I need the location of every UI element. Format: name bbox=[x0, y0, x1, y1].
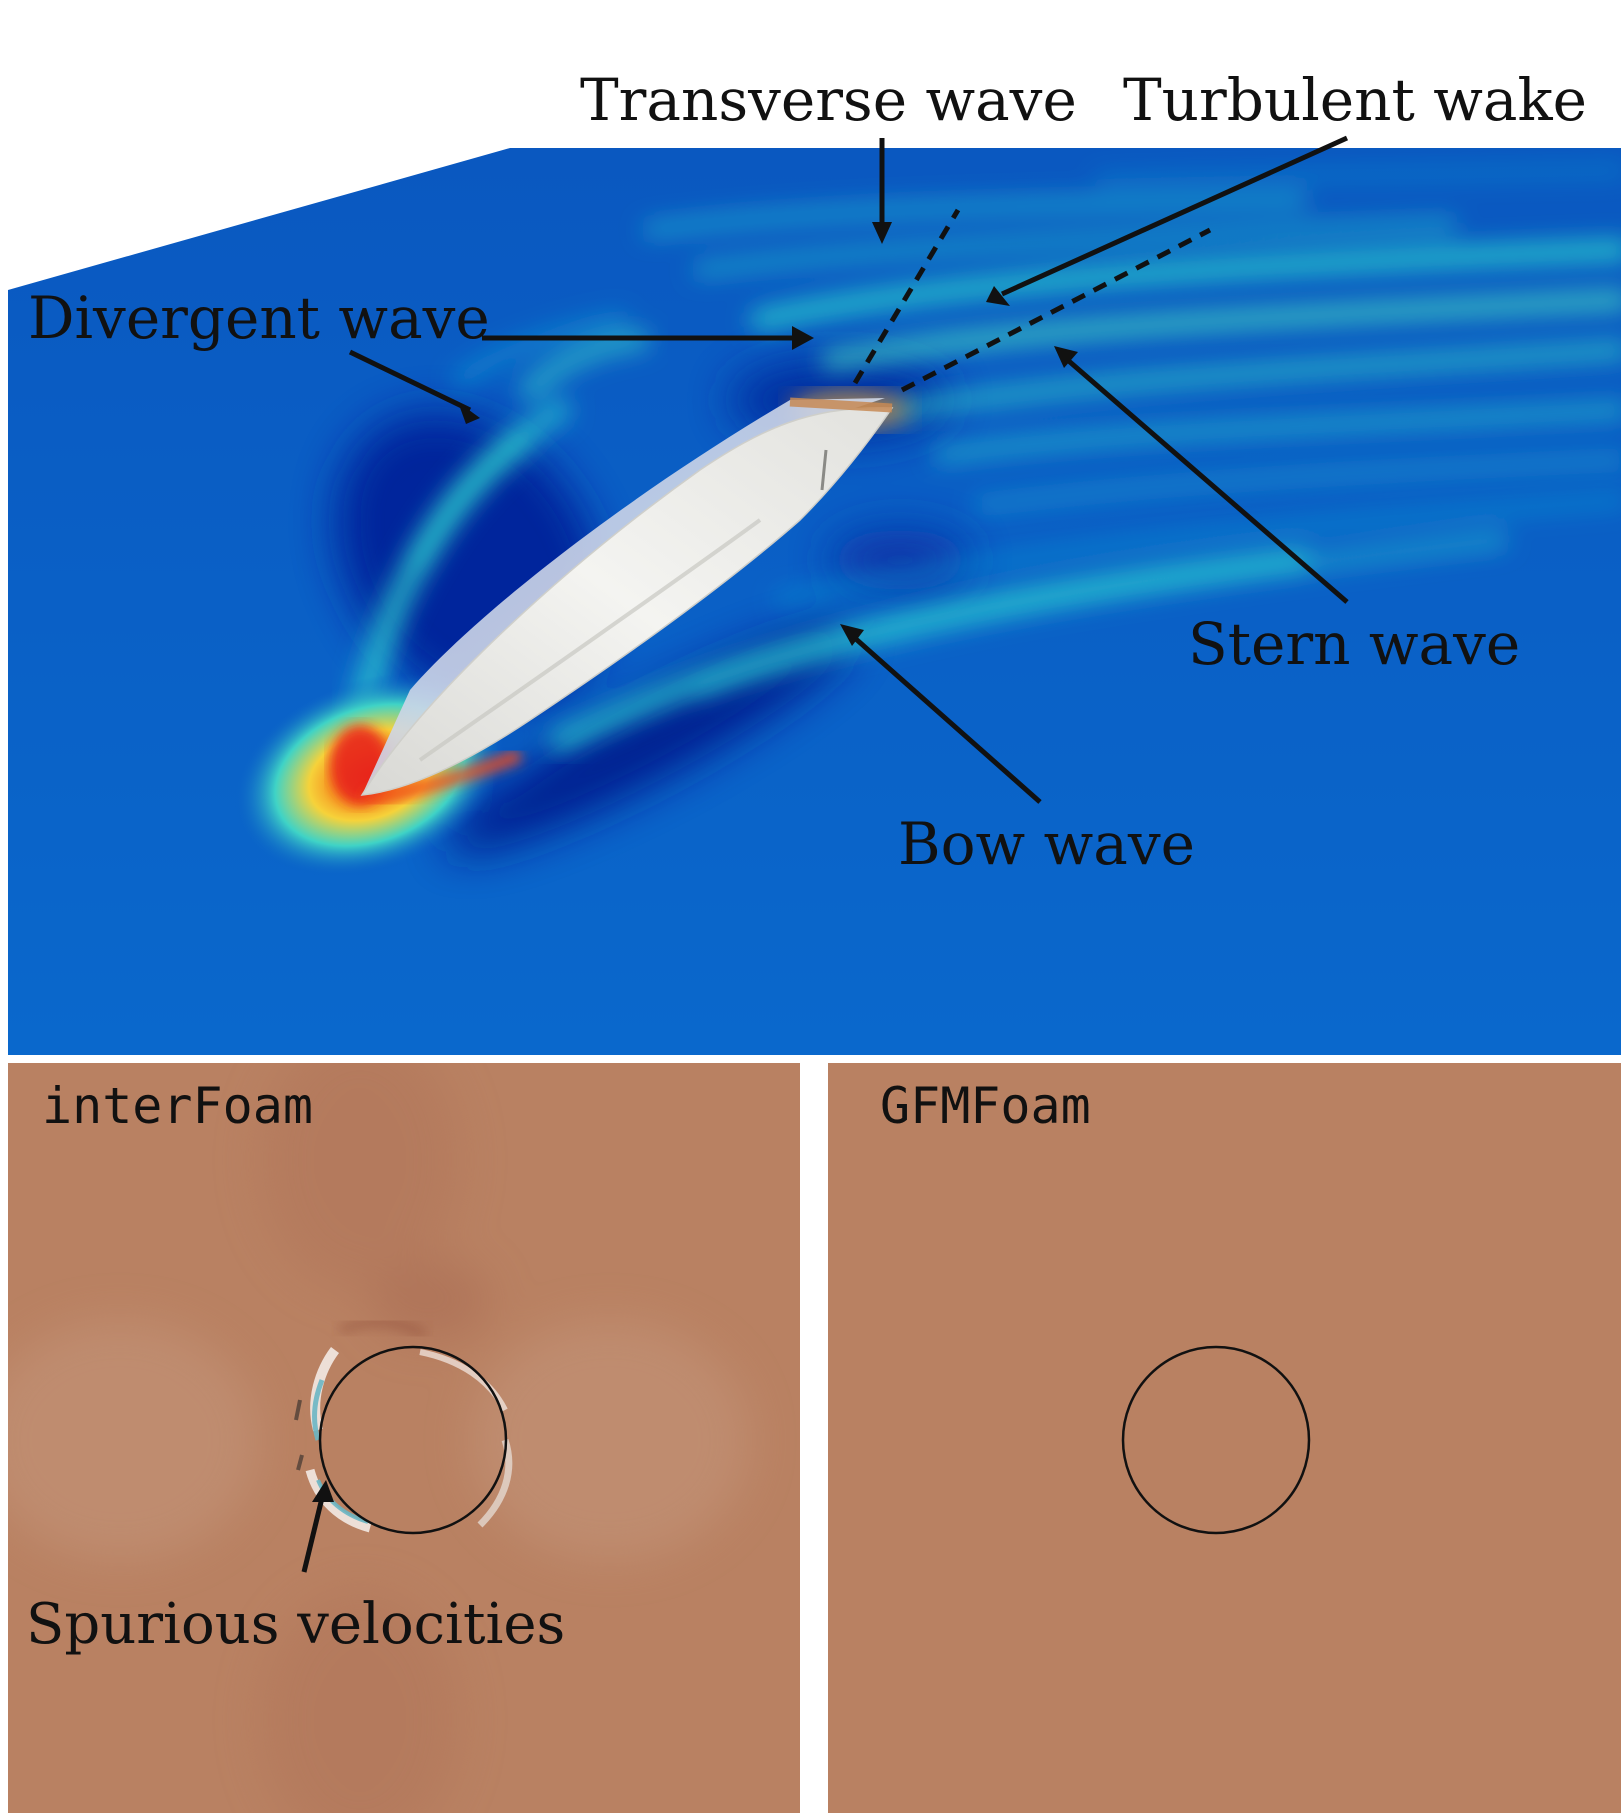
arrow-turbulent bbox=[986, 135, 1349, 306]
transverse-wave-crests bbox=[643, 165, 1621, 511]
arrow-divergent-right bbox=[482, 326, 814, 350]
wave-field-panel: Transverse wave Turbulent wake Divergent… bbox=[8, 66, 1621, 1055]
hull-stern-edge bbox=[789, 397, 893, 413]
label-divergent-wave: Divergent wave bbox=[28, 284, 490, 352]
arrow-spurious bbox=[301, 1480, 334, 1573]
interfoam-title: interFoam bbox=[42, 1077, 313, 1135]
hull-rudder bbox=[820, 449, 828, 491]
gfmfoam-title: GFMFoam bbox=[880, 1077, 1091, 1135]
label-transverse-wave: Transverse wave bbox=[580, 66, 1077, 134]
label-stern-wave: Stern wave bbox=[1188, 610, 1520, 678]
arrow-bow bbox=[840, 624, 1042, 804]
interfoam-field-shading bbox=[8, 1063, 750, 1813]
hull-deck bbox=[360, 407, 894, 796]
ship-hull bbox=[360, 397, 894, 796]
wake-dashed-lines bbox=[852, 208, 1212, 393]
annotation-arrows bbox=[348, 135, 1349, 804]
label-bow-wave: Bow wave bbox=[898, 810, 1195, 878]
arrow-transverse bbox=[872, 138, 892, 244]
spurious-velocity-artifacts bbox=[294, 1318, 513, 1533]
interfoam-panel: interFoam Spurious velocities bbox=[8, 1063, 800, 1813]
label-spurious-velocities: Spurious velocities bbox=[26, 1592, 565, 1657]
label-turbulent-wake: Turbulent wake bbox=[1123, 66, 1587, 134]
gfmfoam-panel: GFMFoam bbox=[828, 1063, 1621, 1813]
hull-keel-line bbox=[418, 518, 762, 762]
arrow-divergent-down bbox=[348, 349, 480, 424]
gfmfoam-field bbox=[828, 1063, 1621, 1813]
bow-wave-crests bbox=[549, 494, 1621, 751]
interfoam-interface-circle bbox=[318, 1345, 508, 1535]
gfmfoam-interface-circle bbox=[1121, 1345, 1311, 1535]
arrow-stern bbox=[1054, 346, 1349, 604]
